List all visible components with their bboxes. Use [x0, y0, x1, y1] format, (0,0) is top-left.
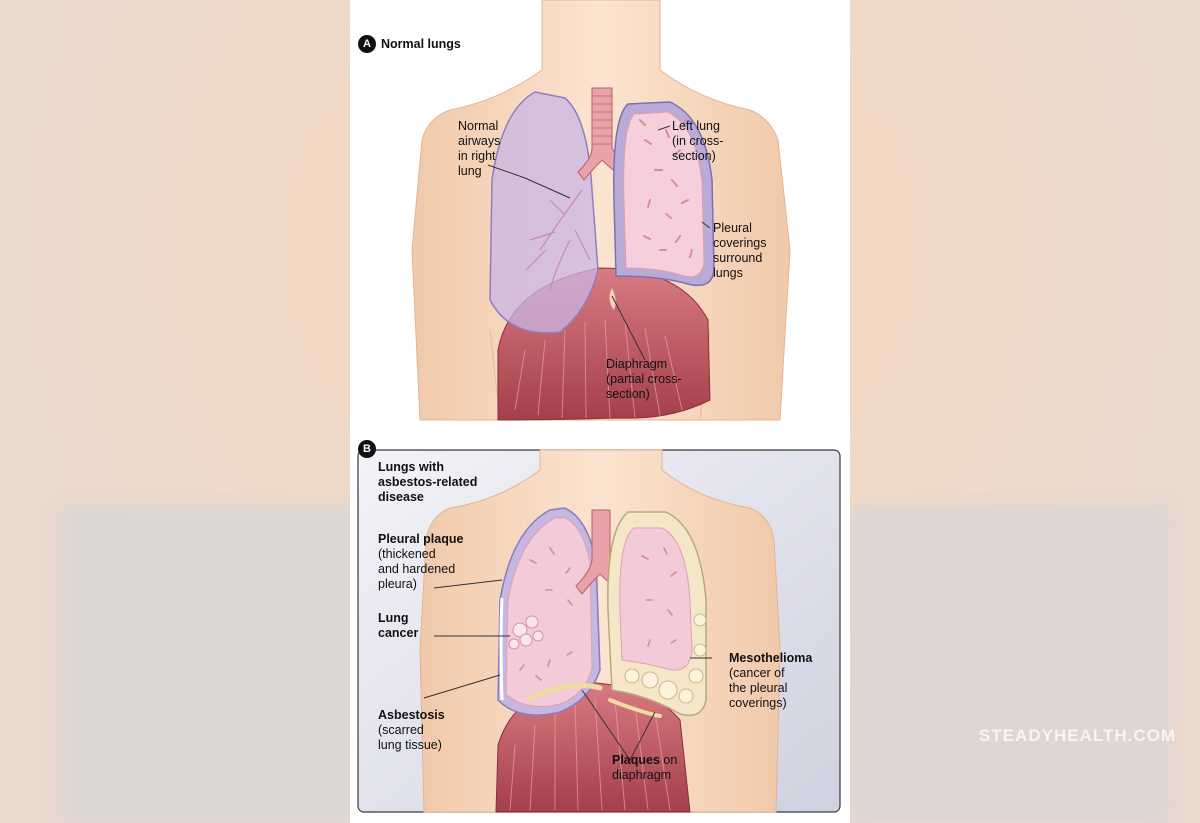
panel-a-title: Normal lungs — [381, 37, 461, 51]
label-normal-airways: Normal airways in right lung — [458, 119, 501, 178]
label-pleural-coverings: Pleural coverings surround lungs — [713, 221, 767, 280]
label-diaphragm: Diaphragm (partial cross- section) — [606, 357, 682, 401]
label-pleural-plaque-title: Pleural plaque — [378, 532, 464, 546]
blurred-background-right — [850, 0, 1200, 823]
lung-illustration: A Normal lungs Normal airways in right l… — [350, 0, 850, 823]
panel-b-badge: B — [358, 440, 376, 458]
blurred-card-right — [850, 505, 1170, 823]
panel-a-badge: A — [358, 35, 376, 53]
label-lung-cancer: Lung cancer — [378, 611, 419, 640]
label-plaques-on-diaphragm: Plaques on diaphragm — [612, 753, 677, 783]
panel-b-title: Lungs with asbestos-related disease — [378, 460, 478, 504]
label-mesothelioma-title: Mesothelioma — [729, 651, 813, 665]
blurred-card-left — [60, 505, 360, 823]
right-lung-shape — [489, 91, 599, 334]
label-asbestosis-title: Asbestosis — [378, 708, 445, 722]
label-plaques-rest: on diaphragm — [612, 753, 678, 782]
blurred-background-left — [0, 0, 360, 823]
label-mesothelioma-desc: (cancer of the pleural coverings) — [729, 666, 788, 710]
label-left-lung: Left lung (in cross- section) — [672, 119, 724, 163]
illustration-drawing — [357, 0, 841, 813]
watermark-text: STEADYHEALTH.COM — [978, 726, 1176, 745]
label-plaques-bold: Plaques — [612, 753, 660, 767]
label-pleural-plaque-desc: (thickened and hardened pleura) — [378, 547, 456, 591]
label-asbestosis-desc: (scarred lung tissue) — [378, 723, 442, 752]
